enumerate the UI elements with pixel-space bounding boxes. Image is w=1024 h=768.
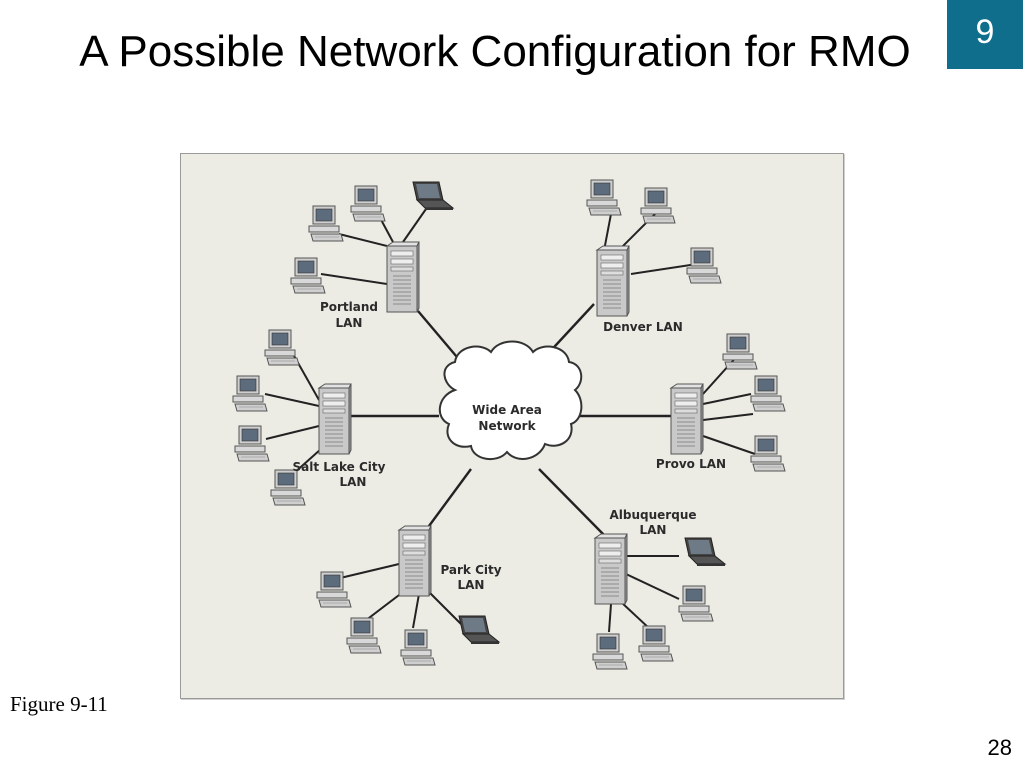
parkcity-lan: Park City LAN	[316, 525, 502, 666]
provo-lan-label: Provo LAN	[656, 457, 726, 471]
portland-lan: Portland LAN	[290, 181, 454, 330]
albuquerque-computer-icon	[678, 585, 714, 622]
denver-computer-icon	[640, 187, 676, 224]
denver-computer-icon	[686, 247, 722, 284]
saltlake-computer-icon	[234, 425, 270, 462]
figure-caption: Figure 9-11	[10, 692, 108, 716]
wide-area-network-cloud: Wide Area Network	[439, 340, 583, 461]
saltlake-computer-icon	[270, 469, 306, 506]
albuquerque-laptop-icon	[684, 537, 726, 567]
albuquerque-server-icon	[594, 533, 628, 605]
saltlake-lan: Salt Lake City LAN	[232, 329, 386, 506]
parkcity-server-icon	[398, 525, 432, 597]
parkcity-lan-label-line1: Park City	[440, 563, 501, 577]
provo-server-icon	[670, 383, 704, 455]
denver-lan: Denver LAN	[586, 179, 722, 334]
albuquerque-computer-icon	[592, 633, 628, 670]
slide-title: A Possible Network Configuration for RMO	[79, 27, 911, 76]
parkcity-computer-icon	[400, 629, 436, 666]
saltlake-computer-icon	[232, 375, 268, 412]
saltlake-computer-icon	[264, 329, 300, 366]
page-number: 28	[987, 735, 1012, 760]
albuquerque-lan: Albuquerque LAN	[592, 508, 726, 670]
provo-computer-icon	[750, 435, 786, 472]
portland-computer-icon	[290, 257, 326, 294]
portland-computer-icon	[308, 205, 344, 242]
albuquerque-lan-label-line1: Albuquerque	[610, 508, 697, 522]
denver-computer-icon	[586, 179, 622, 216]
parkcity-computer-icon	[346, 617, 382, 654]
parkcity-laptop-icon	[458, 615, 500, 645]
provo-computer-icon	[750, 375, 786, 412]
wan-label-line2: Network	[478, 419, 536, 433]
albuquerque-lan-label-line2: LAN	[640, 523, 667, 537]
saltlake-server-icon	[318, 383, 352, 455]
network-diagram: Wide Area Network Portland LAN Denver LA…	[180, 153, 844, 699]
denver-lan-label: Denver LAN	[603, 320, 683, 334]
saltlake-lan-label-line1: Salt Lake City	[293, 460, 386, 474]
portland-lan-label-line1: Portland	[320, 300, 378, 314]
albuquerque-computer-icon	[638, 625, 674, 662]
portland-laptop-icon	[412, 181, 454, 211]
provo-computer-icon	[722, 333, 758, 370]
saltlake-lan-label-line2: LAN	[340, 475, 367, 489]
provo-lan: Provo LAN	[656, 333, 786, 472]
portland-server-icon	[386, 241, 420, 313]
portland-lan-label-line2: LAN	[336, 316, 363, 330]
chapter-badge: 9	[947, 0, 1023, 69]
wan-label-line1: Wide Area	[472, 403, 542, 417]
parkcity-lan-label-line2: LAN	[458, 578, 485, 592]
denver-server-icon	[596, 245, 630, 317]
portland-computer-icon	[350, 185, 386, 222]
